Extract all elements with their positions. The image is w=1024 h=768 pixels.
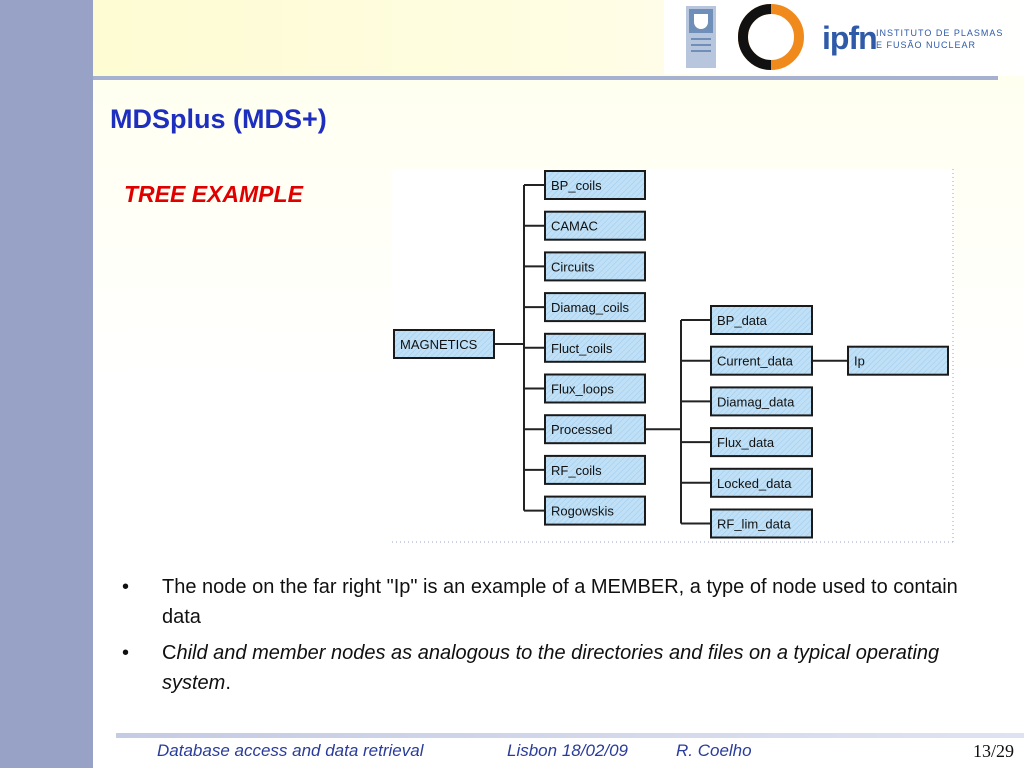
tree-node-circuits[interactable]: Circuits [544,251,646,282]
tree-node-bp-data[interactable]: BP_data [710,305,813,335]
ipfn-tagline-line1: INSTITUTO DE PLASMAS [876,28,1004,38]
footer-location-date: Lisbon 18/02/09 [507,741,628,760]
tree-node-label: Locked_data [717,476,792,491]
left-accent-bar [0,0,93,768]
tree-node-label: Flux_data [717,435,775,450]
tree-node-box [544,373,646,404]
bullet-text-analogy: Child and member nodes as analogous to t… [162,638,982,698]
tree-node-box [544,332,646,363]
footer-rule [116,733,1024,738]
tree-node-label: BP_data [717,313,768,328]
tree-node-rf-lim-data[interactable]: RF_lim_data [710,508,813,539]
footer-talk-title: Database access and data retrieval [157,741,424,760]
slide-title: MDSplus (MDS+) [110,104,327,134]
tree-node-label: Fluct_coils [551,341,613,356]
header-rule [93,76,998,80]
tree-node-box [710,345,813,376]
ipfn-ring-logo [738,4,804,70]
tree-node-flux-loops[interactable]: Flux_loops [544,373,646,404]
tree-node-rogowskis[interactable]: Rogowskis [544,495,646,526]
tree-node-label: MAGNETICS [400,337,478,352]
tree-node-label: BP_coils [551,178,602,193]
tree-node-label: Diamag_data [717,394,795,409]
logo-area: ipfn INSTITUTO DE PLASMAS E FUSÃO NUCLEA… [664,0,1004,74]
tree-node-current-data[interactable]: Current_data [710,345,813,376]
tree-node-box [710,305,813,335]
bullet-lead-letter: C [162,642,177,664]
tree-node-label: Circuits [551,259,595,274]
footer-page-number: 13/29 [972,741,1014,761]
tree-node-box [544,292,646,323]
tree-node-box [544,251,646,282]
tree-node-label: Processed [551,422,612,437]
tree-node-box [710,386,813,417]
tree-node-fluct-coils[interactable]: Fluct_coils [544,332,646,363]
ipfn-wordmark: ipfn [822,20,878,56]
tree-node-flux-data[interactable]: Flux_data [710,427,813,458]
tree-node-box [544,495,646,526]
bullet-period: . [225,672,231,694]
ist-shield-logo [686,6,716,68]
tree-node-label: RF_lim_data [717,517,791,532]
tree-node-box [710,508,813,539]
tree-node-box [544,414,646,445]
tree-node-box [544,210,646,241]
tree-node-label: Rogowskis [551,504,614,519]
tree-node-label: CAMAC [551,219,598,234]
bullet-marker: • [122,642,130,664]
ipfn-tagline-line2: E FUSÃO NUCLEAR [876,40,977,50]
tree-node-bp-coils[interactable]: BP_coils [544,170,646,200]
tree-node-magnetics[interactable]: MAGNETICS [393,329,495,359]
tree-node-diamag-coils[interactable]: Diamag_coils [544,292,646,323]
footer-author: R. Coelho [676,741,752,760]
bullet-text-member: The node on the far right "Ip" is an exa… [162,576,958,628]
tree-node-label: Current_data [717,354,794,369]
tree-node-processed[interactable]: Processed [544,414,646,445]
bullet-italic-text: hild and member nodes as analogous to th… [162,642,940,694]
tree-node-camac[interactable]: CAMAC [544,210,646,241]
tree-node-label: Flux_loops [551,382,614,397]
tree-member-ip[interactable]: Ip [847,345,949,376]
tree-node-box [847,345,949,376]
tree-node-box [544,454,646,485]
tree-node-box [393,329,495,359]
tree-node-rf-coils[interactable]: RF_coils [544,454,646,485]
tree-node-label: Ip [854,354,865,369]
tree-node-box [544,170,646,200]
tree-node-box [710,427,813,458]
tree-node-label: RF_coils [551,463,602,478]
tree-node-box [710,467,813,498]
tree-node-label: Diamag_coils [551,300,630,315]
tree-node-diamag-data[interactable]: Diamag_data [710,386,813,417]
bullet-marker: • [122,576,130,598]
slide-subtitle: TREE EXAMPLE [124,181,303,207]
tree-node-locked-data[interactable]: Locked_data [710,467,813,498]
